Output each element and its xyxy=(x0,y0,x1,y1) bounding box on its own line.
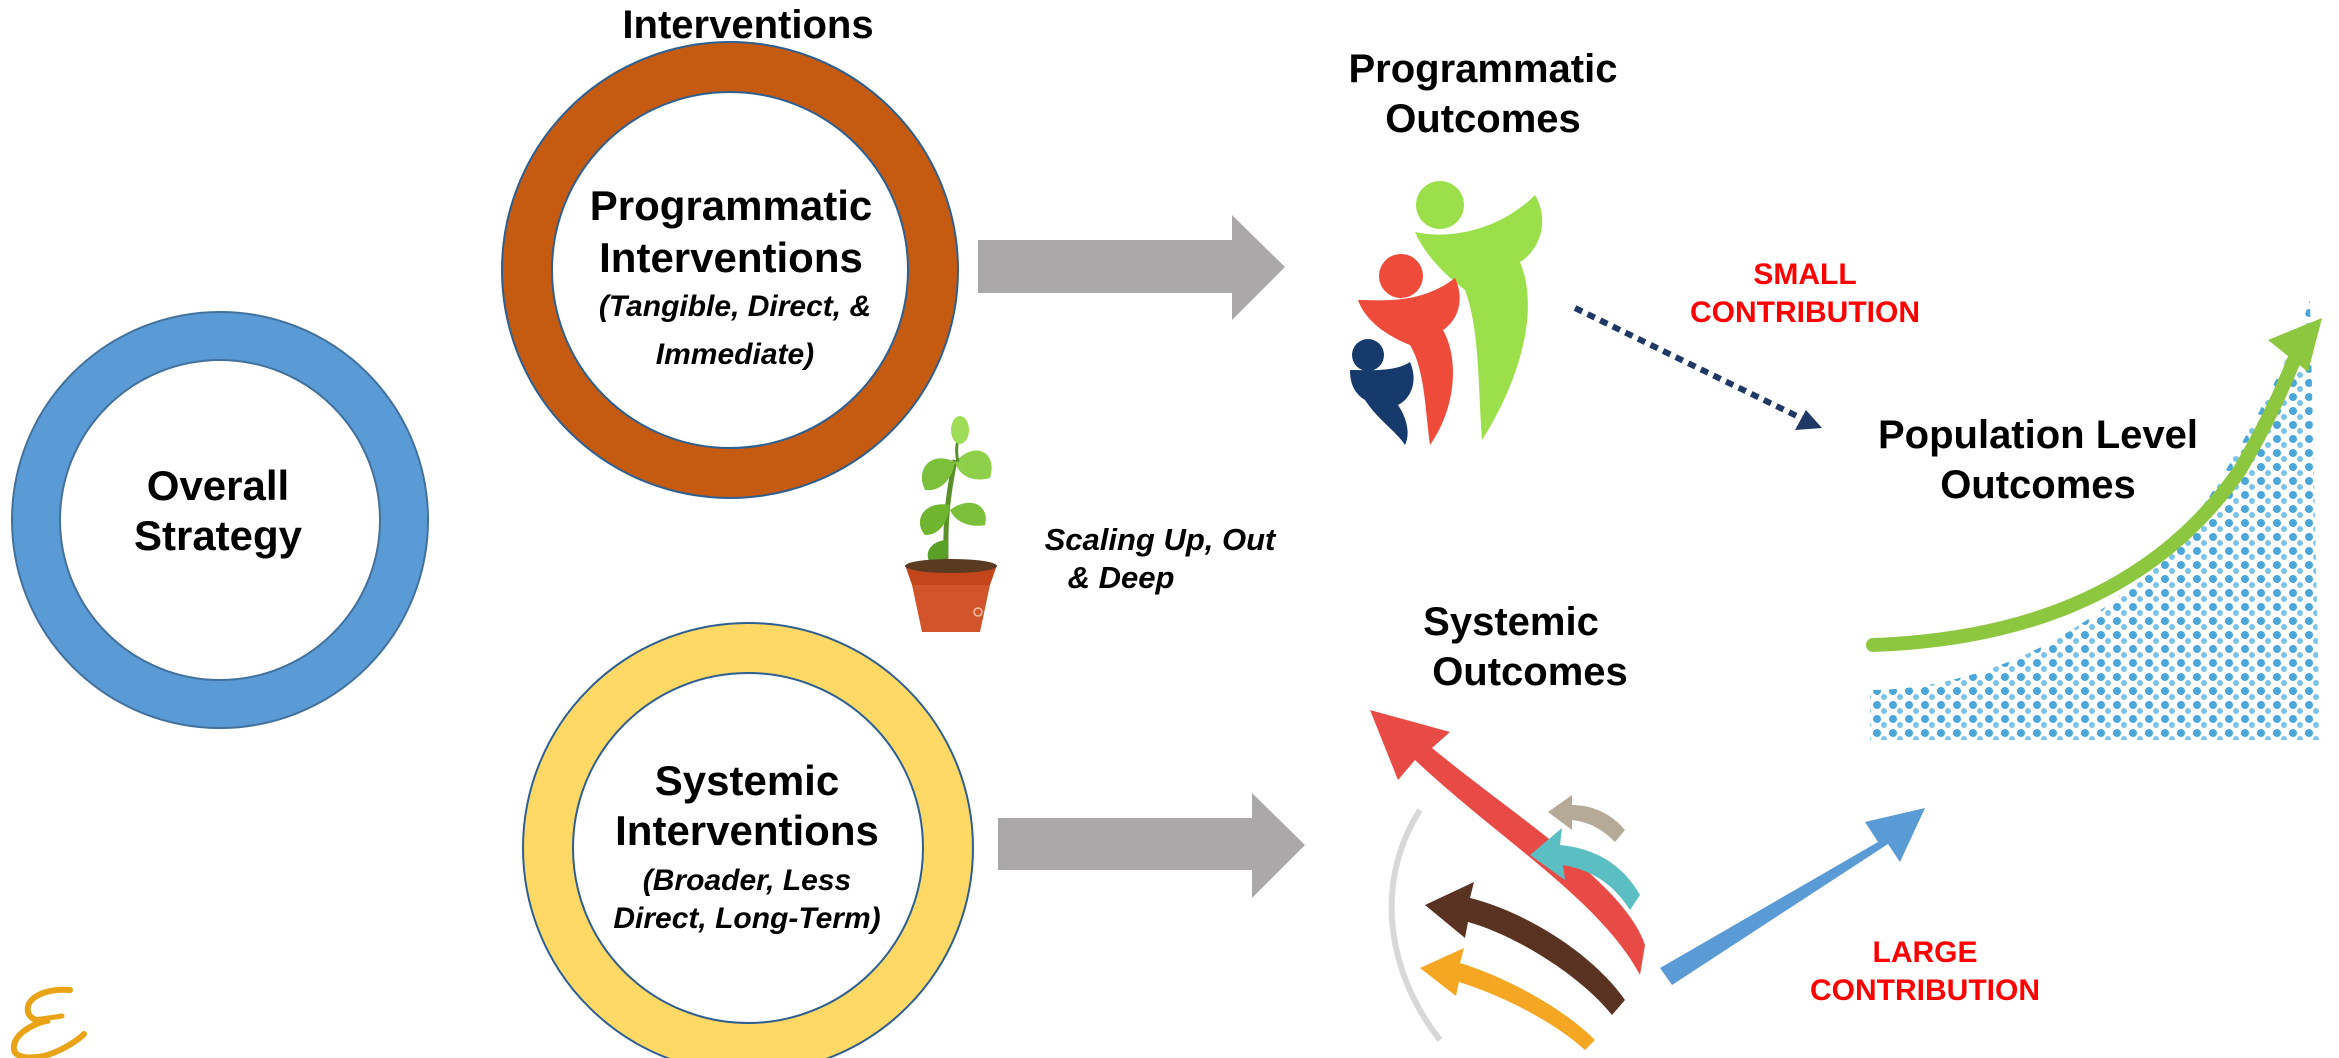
programmatic-interventions-node: Programmatic Interventions (Tangible, Di… xyxy=(501,41,959,499)
systemic-outcomes-title-line2: Outcomes xyxy=(1432,650,1628,694)
population-outcomes-title-line1: Population Level xyxy=(1878,413,2198,457)
programmatic-block-arrow xyxy=(978,215,1285,320)
small-contribution-label-line1: SMALL xyxy=(1753,258,1856,291)
interventions-header: Interventions xyxy=(622,3,873,47)
large-contribution-label-line2: CONTRIBUTION xyxy=(1810,974,2040,1007)
systemic-interventions-detail-line2: Direct, Long-Term) xyxy=(613,902,880,935)
swirl-arrows-icon xyxy=(1370,710,1645,1050)
systemic-interventions-ring xyxy=(523,623,973,1058)
programmatic-interventions-ring xyxy=(502,42,958,498)
programmatic-interventions-detail-line1: (Tangible, Direct, & xyxy=(599,290,871,323)
population-outcomes-title-line2: Outcomes xyxy=(1940,463,2136,507)
overall-strategy-title-line1: Overall xyxy=(147,462,289,509)
scaling-label-line2: & Deep xyxy=(1068,560,1175,595)
small-contribution-label-line2: CONTRIBUTION xyxy=(1690,296,1920,329)
overall-strategy-node: Overall Strategy xyxy=(11,311,429,729)
systemic-interventions-detail-line1: (Broader, Less xyxy=(643,864,851,897)
systemic-block-arrow xyxy=(998,793,1305,898)
systemic-outcomes-title-line1: Systemic xyxy=(1423,600,1599,644)
population-growth-icon xyxy=(1866,300,2322,740)
systemic-interventions-title-line1: Systemic xyxy=(655,757,839,804)
people-figures-icon xyxy=(1350,181,1543,445)
plant-pot-icon xyxy=(905,416,997,632)
overall-strategy-ring xyxy=(12,312,428,728)
overall-strategy-title-line2: Strategy xyxy=(134,512,303,559)
programmatic-interventions-title-line2: Interventions xyxy=(599,234,863,281)
small-contribution-arrow xyxy=(1573,305,1822,430)
brand-logo-icon xyxy=(10,986,87,1058)
large-contribution-label-line1: LARGE xyxy=(1873,936,1978,969)
systemic-interventions-title-line2: Interventions xyxy=(615,807,879,854)
large-contribution-arrow xyxy=(1660,808,1925,985)
programmatic-interventions-detail-line2: Immediate) xyxy=(656,338,814,371)
programmatic-outcomes-title-line2: Outcomes xyxy=(1385,97,1581,141)
programmatic-outcomes-title-line1: Programmatic xyxy=(1349,47,1618,91)
programmatic-interventions-title-line1: Programmatic xyxy=(590,182,872,229)
scaling-label-line1: Scaling Up, Out xyxy=(1045,522,1277,557)
systemic-interventions-node: Systemic Interventions (Broader, Less Di… xyxy=(522,622,974,1058)
